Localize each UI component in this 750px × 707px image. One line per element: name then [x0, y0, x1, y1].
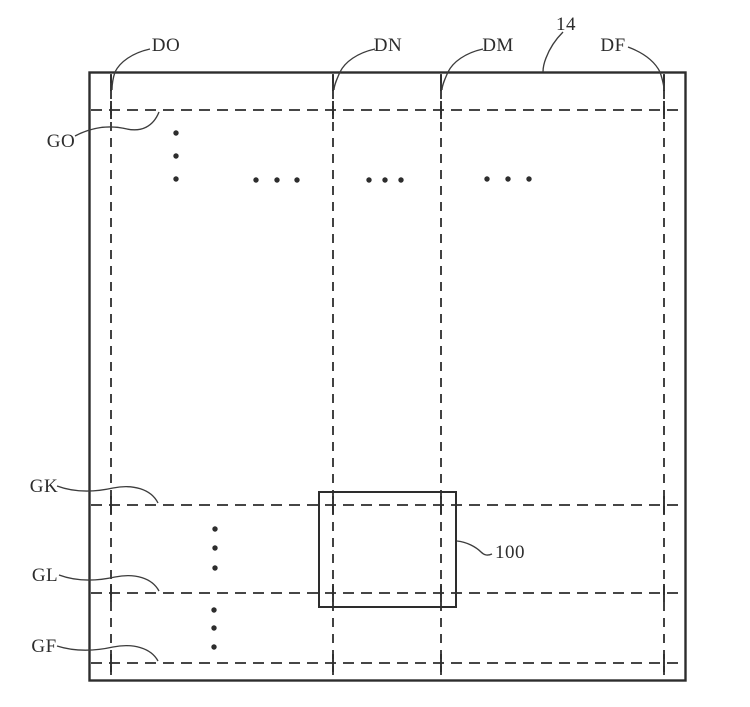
leader-df	[627, 46, 665, 91]
label-go: GO	[47, 131, 75, 152]
ellipsis-row-middle	[366, 177, 404, 183]
leader-gf	[56, 644, 159, 662]
leader-gk	[56, 485, 159, 504]
intersection-ticks	[110, 75, 665, 672]
ellipsis-column-top-left	[173, 130, 179, 182]
label-df: DF	[600, 35, 625, 56]
region-box	[318, 491, 457, 608]
panel-outline	[88, 71, 687, 682]
row-lines	[91, 109, 684, 664]
label-gl: GL	[32, 565, 58, 586]
leader-dm	[441, 48, 484, 91]
ellipsis-row-right	[484, 176, 532, 182]
ellipsis-column-mid	[212, 526, 218, 571]
label-panel-14: 14	[556, 14, 576, 35]
label-dn: DN	[374, 35, 402, 56]
leader-lines	[56, 31, 665, 662]
label-do: DO	[152, 35, 180, 56]
label-region-100: 100	[495, 542, 525, 563]
leader-gl	[58, 574, 160, 592]
ellipsis-column-bottom	[211, 607, 217, 650]
labels: DO DN DM DF 14 GO GK GL GF 100	[30, 14, 625, 657]
label-gf: GF	[31, 636, 56, 657]
leader-go	[74, 111, 160, 137]
column-lines	[110, 74, 665, 679]
label-gk: GK	[30, 476, 58, 497]
ellipsis-row-left	[253, 177, 300, 183]
ellipsis-dots	[173, 130, 532, 650]
leader-dn	[333, 48, 376, 91]
label-dm: DM	[482, 35, 514, 56]
leader-panel-14	[542, 31, 564, 73]
leader-do	[111, 48, 151, 91]
leader-region-100	[456, 540, 493, 556]
